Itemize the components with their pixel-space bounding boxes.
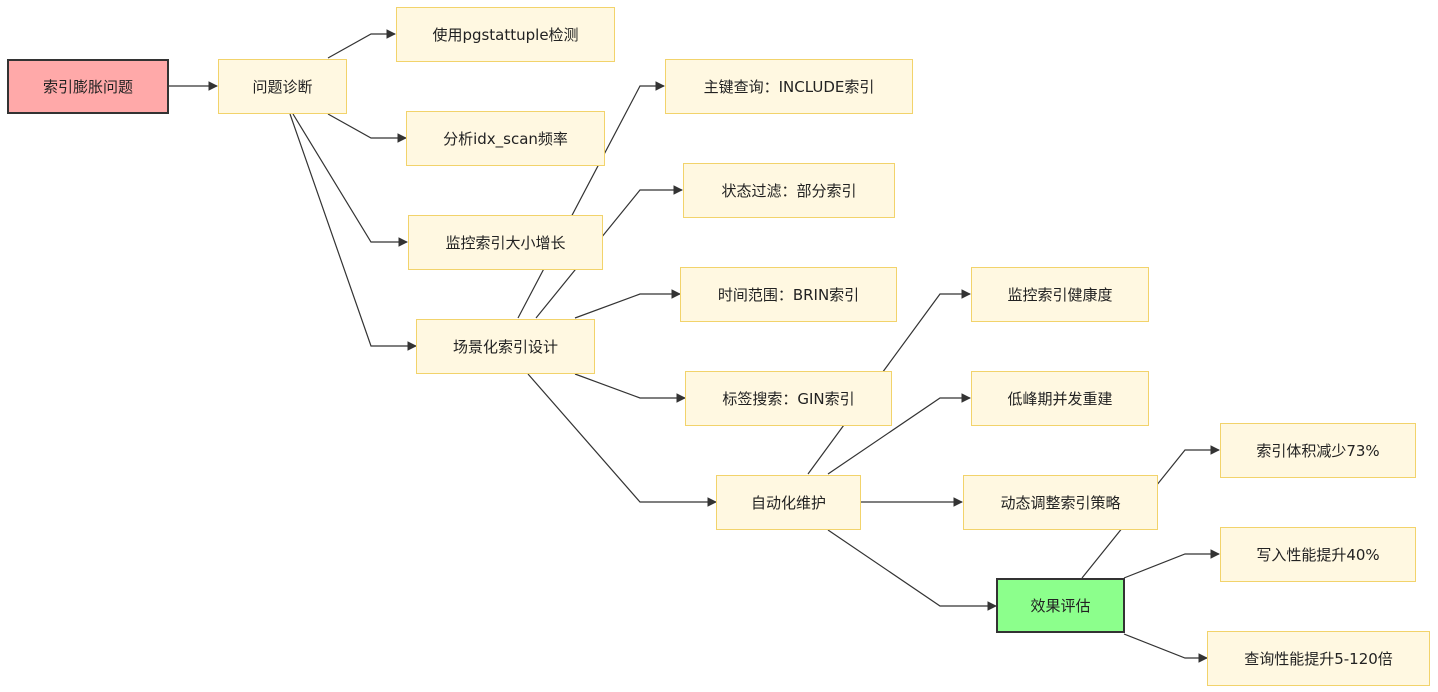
edge-scenario-gin <box>574 373 686 403</box>
node-problem: 索引膨胀问题 <box>7 59 169 114</box>
edge-evaluation-write <box>1123 549 1220 579</box>
node-pgstattuple: 使用pgstattuple检测 <box>396 7 615 62</box>
edge-diagnosis-scenario <box>289 113 417 351</box>
node-evaluation: 效果评估 <box>996 578 1125 633</box>
node-scenario-design: 场景化索引设计 <box>416 319 595 374</box>
edge-scenario-auto <box>527 373 717 507</box>
node-monitor-health: 监控索引健康度 <box>971 267 1149 322</box>
node-rebuild: 低峰期并发重建 <box>971 371 1149 426</box>
node-monitor-size: 监控索引大小增长 <box>408 215 603 270</box>
edge-evaluation-query <box>1123 633 1208 663</box>
node-write-perf: 写入性能提升40% <box>1220 527 1416 582</box>
node-diagnosis: 问题诊断 <box>218 59 347 114</box>
node-query-perf: 查询性能提升5-120倍 <box>1207 631 1430 686</box>
edge-auto-rebuild <box>827 393 971 475</box>
edge-scenario-brin <box>574 289 681 319</box>
node-brin-index: 时间范围：BRIN索引 <box>680 267 897 322</box>
node-gin-index: 标签搜索：GIN索引 <box>685 371 892 426</box>
node-partial-index: 状态过滤：部分索引 <box>683 163 895 218</box>
edge-diagnosis-pgstattuple <box>327 29 396 59</box>
edge-auto-evaluation <box>827 529 997 611</box>
edge-diagnosis-idx-scan <box>327 113 407 143</box>
node-auto-maintenance: 自动化维护 <box>716 475 861 530</box>
node-size-reduction: 索引体积减少73% <box>1220 423 1416 478</box>
edge-evaluation-size <box>1081 445 1220 579</box>
edge-scenario-partial <box>535 185 683 319</box>
edge-diagnosis-monitor-size <box>292 113 408 247</box>
node-idx-scan: 分析idx_scan频率 <box>406 111 605 166</box>
node-dynamic-adjust: 动态调整索引策略 <box>963 475 1158 530</box>
node-include-index: 主键查询：INCLUDE索引 <box>665 59 913 114</box>
